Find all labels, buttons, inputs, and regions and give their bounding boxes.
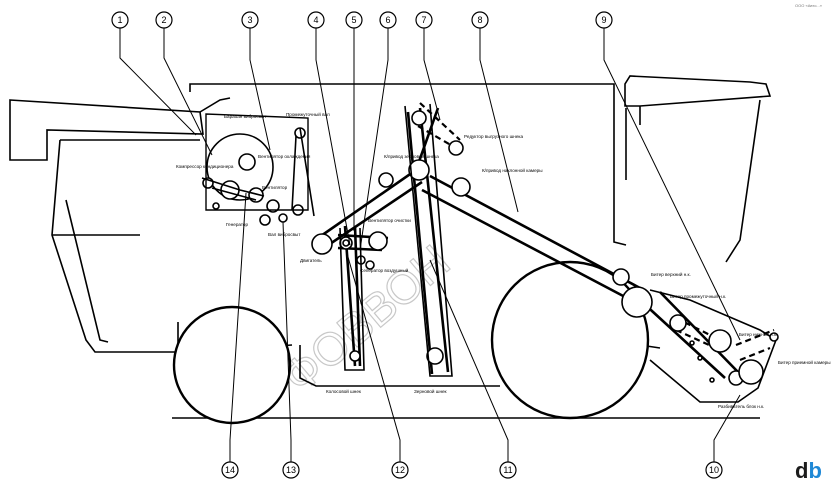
label-fan-cooling: Вентилятор охлаждения [258,154,311,159]
label-compressor: Компрессор кондиционера [176,164,234,169]
callout-8: 8 [477,15,482,25]
label-beater-nizh: Битер нижний н.к. [739,331,777,337]
feeder-pulleys [612,268,779,386]
callout-6: 6 [385,15,390,25]
callout-10: 10 [709,465,719,475]
callout-markers [111,11,723,479]
label-kolos-shnek: Колосовой шнек [326,388,362,394]
callout-12: 12 [395,465,405,475]
logo-d: d [795,458,809,483]
component-labels: Барабан вибросвыт Промежуточный вал Комп… [176,111,831,409]
label-trans-shaft: Промежуточный вал [286,111,330,117]
callout-4: 4 [313,15,318,25]
callout-5: 5 [351,15,356,25]
label-dvg-rt: Двигатель [300,258,322,263]
leader-lines [119,27,741,463]
label-beater-prom: Битер промежуточный н.к. [670,293,726,299]
label-reductor: Редуктор выгрузного шнека [464,134,524,139]
grain-conveyors [339,103,453,377]
label-vbroaddrum: Барабан вибросвыт [224,114,267,119]
callout-7: 7 [421,15,426,25]
callout-13: 13 [286,465,296,475]
label-kv-zernovoy: К/привод зерновой шнека [384,153,439,159]
callout-numbers: 1 2 3 4 5 6 7 8 9 10 11 12 13 14 [117,15,719,475]
logo-b: b [808,458,822,483]
callout-3: 3 [247,15,252,25]
combine-body-outline [9,75,777,403]
label-ccevatore: Сеператор воздушный [360,267,409,273]
label-generator: Генератор [226,222,248,227]
label-blower: Вентилятор [262,185,288,190]
label-beater-priem: Битер приемной камеры [778,359,831,365]
callout-1: 1 [117,15,122,25]
label-razbivatel: Разбиватель блок н.к. [718,404,764,409]
callout-9: 9 [601,15,606,25]
label-beater-verh: Битер верхний н.к. [651,271,691,277]
callout-2: 2 [161,15,166,25]
label-zern-shnek: Зерновой шнек [414,388,448,394]
callout-11: 11 [503,465,512,475]
center-pulleys [311,110,471,365]
front-wheel [490,260,650,420]
corner-note: ООО «Авто...» [795,3,822,8]
label-soil-fan: Вентилятор очистки [368,218,411,223]
rear-wheel [172,305,292,425]
db-logo: db [795,460,829,482]
label-kv-naklonnoy: К/привод наклонной камеры [482,167,543,173]
engine-drive-group [201,113,315,226]
callout-14: 14 [225,465,235,475]
label-beater-drive: Вал вибросвыт [268,232,301,237]
